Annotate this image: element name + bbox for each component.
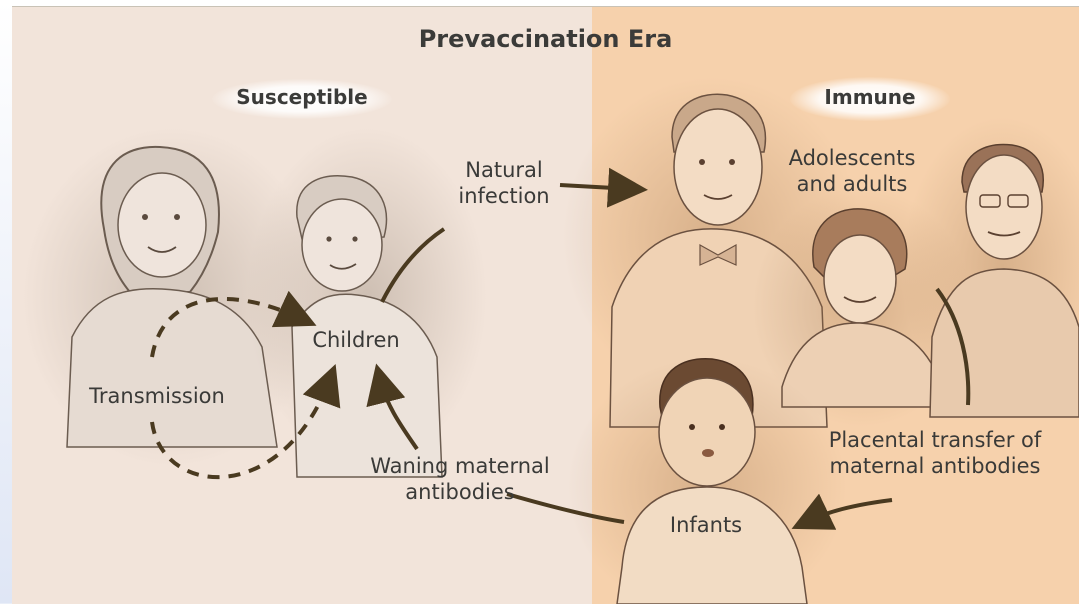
diagram-title: Prevaccination Era [12, 25, 1079, 53]
waning-line-2: antibodies [360, 479, 560, 505]
waning-line-1: Waning maternal [360, 453, 560, 479]
immune-heading: Immune [790, 85, 950, 109]
transmission-label: Transmission [67, 383, 247, 409]
placental-transfer-label: Placental transfer of maternal antibodie… [804, 427, 1066, 479]
placental-line-2: maternal antibodies [804, 453, 1066, 479]
natural-infection-line-2: infection [444, 183, 564, 209]
placental-line-1: Placental transfer of [804, 427, 1066, 453]
diagram-figure: Prevaccination Era Susceptible Immune Na… [12, 6, 1079, 604]
children-label: Children [298, 327, 414, 353]
adolescents-line-1: Adolescents [777, 145, 927, 171]
natural-infection-label: Natural infection [444, 157, 564, 209]
adolescents-label: Adolescents and adults [777, 145, 927, 197]
waning-antibodies-label: Waning maternal antibodies [360, 453, 560, 505]
infants-label: Infants [658, 512, 754, 538]
susceptible-heading: Susceptible [212, 85, 392, 109]
adolescents-line-2: and adults [777, 171, 927, 197]
natural-infection-line-1: Natural [444, 157, 564, 183]
